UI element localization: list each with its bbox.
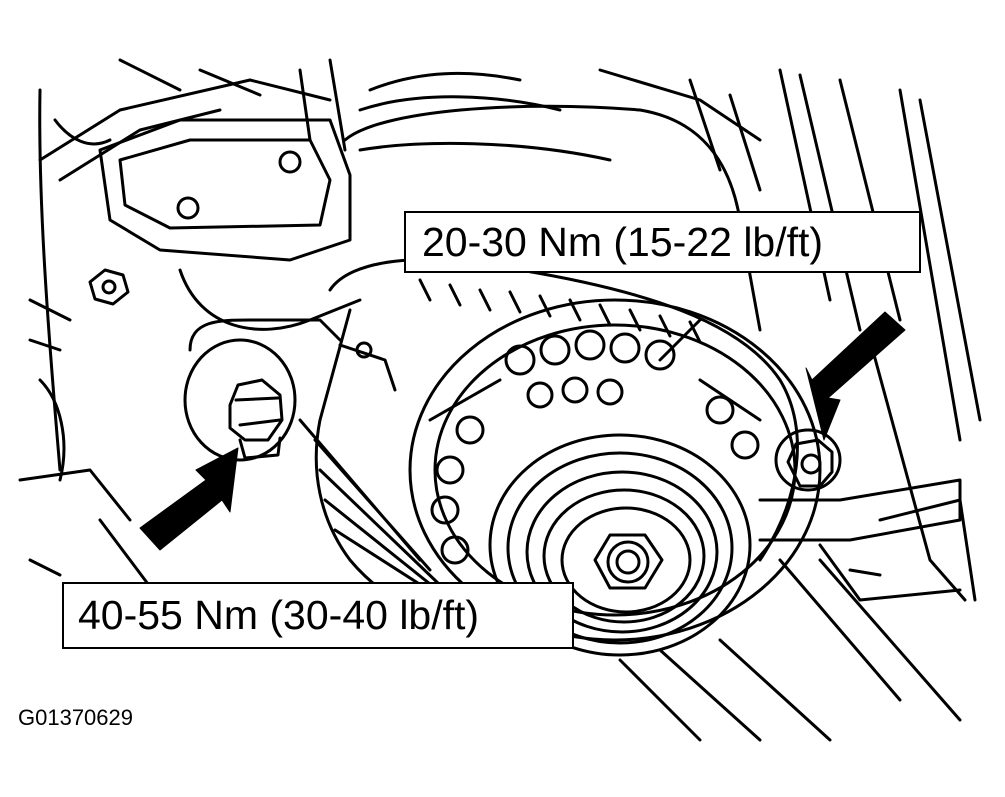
pivot-bolt bbox=[183, 338, 297, 462]
arrow-icon bbox=[139, 447, 239, 551]
arrow-icon bbox=[805, 311, 906, 441]
pulley-shaft-nut bbox=[593, 533, 664, 590]
lower-torque-callout: 40-55 Nm (30-40 lb/ft) bbox=[62, 582, 574, 649]
upper-torque-callout: 20-30 Nm (15-22 lb/ft) bbox=[404, 211, 921, 273]
drive-pulley-grooves bbox=[488, 433, 752, 657]
figure-id-label: G01370629 bbox=[18, 705, 133, 730]
adjuster-bracket bbox=[758, 478, 962, 602]
adjusting-nut bbox=[774, 428, 842, 492]
alternator-body bbox=[298, 104, 799, 642]
alternator-pulley bbox=[408, 298, 822, 642]
bracket-nut bbox=[88, 268, 130, 306]
mounting-bracket bbox=[98, 118, 362, 352]
